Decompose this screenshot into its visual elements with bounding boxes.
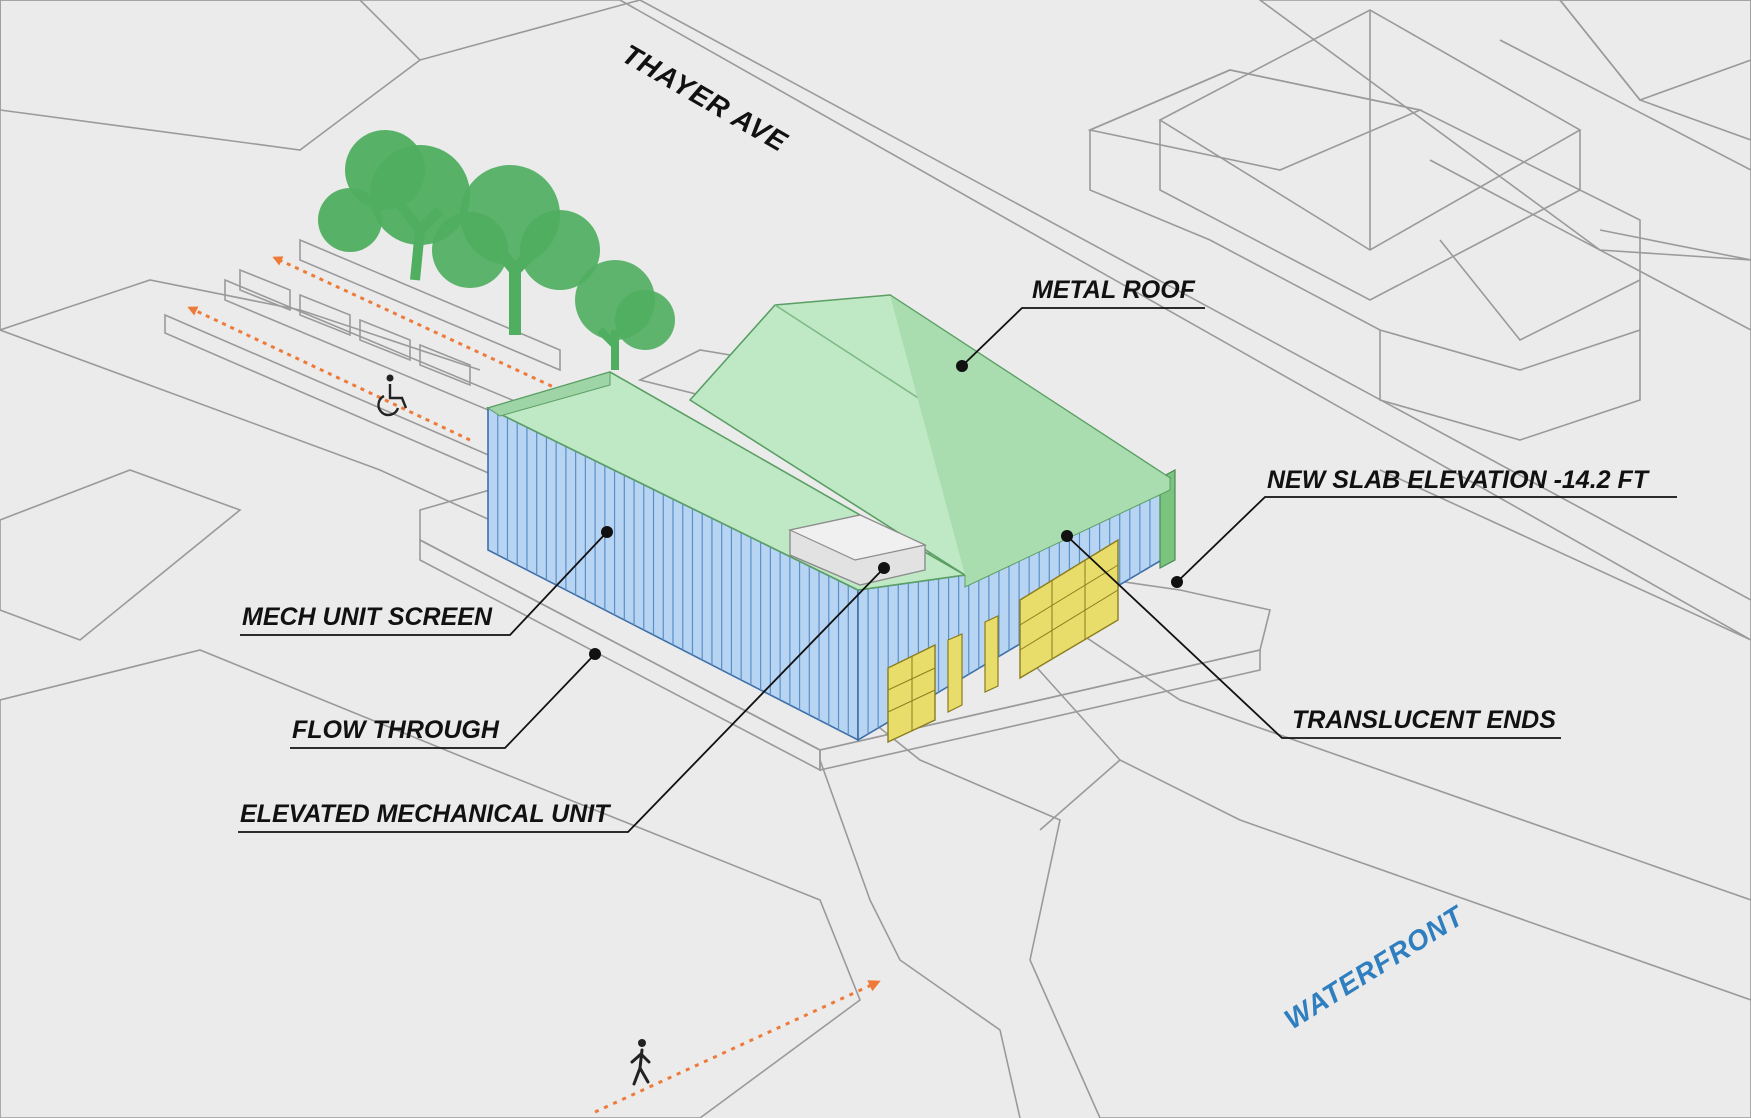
wheelchair-icon <box>377 374 408 417</box>
translucent-ends-label: TRANSLUCENT ENDS <box>1292 706 1556 734</box>
building <box>485 294 1176 744</box>
metal-roof-label: METAL ROOF <box>1032 276 1196 304</box>
callout-mech-unit-screen: MECH UNIT SCREEN <box>240 526 613 636</box>
flow-through-label: FLOW THROUGH <box>292 716 500 744</box>
pedestrian-path-arrow <box>594 980 881 1114</box>
translucent-panel-b <box>984 615 999 693</box>
wall-ribs-left <box>497 412 849 735</box>
mech-unit-screen-label: MECH UNIT SCREEN <box>242 603 493 631</box>
platform-deck <box>419 349 1271 772</box>
elevated-mech-label: ELEVATED MECHANICAL UNIT <box>240 800 612 828</box>
callout-translucent-ends: TRANSLUCENT ENDS <box>1061 530 1561 739</box>
callout-flow-through: FLOW THROUGH <box>290 648 601 749</box>
pedestrian-icon <box>630 1039 651 1086</box>
callout-elevated-mech: ELEVATED MECHANICAL UNIT <box>238 562 890 833</box>
callout-new-slab: NEW SLAB ELEVATION -14.2 FT <box>1171 466 1677 588</box>
trees <box>318 130 675 370</box>
callout-metal-roof: METAL ROOF <box>956 276 1205 372</box>
accessible-path-arrow-upper <box>272 256 561 392</box>
end-trim <box>1159 469 1176 569</box>
new-slab-label: NEW SLAB ELEVATION -14.2 FT <box>1267 466 1651 494</box>
translucent-panel-a <box>947 633 963 713</box>
accessible-path-arrow-lower <box>187 306 471 442</box>
neighbor-buildings <box>1087 0 1751 441</box>
